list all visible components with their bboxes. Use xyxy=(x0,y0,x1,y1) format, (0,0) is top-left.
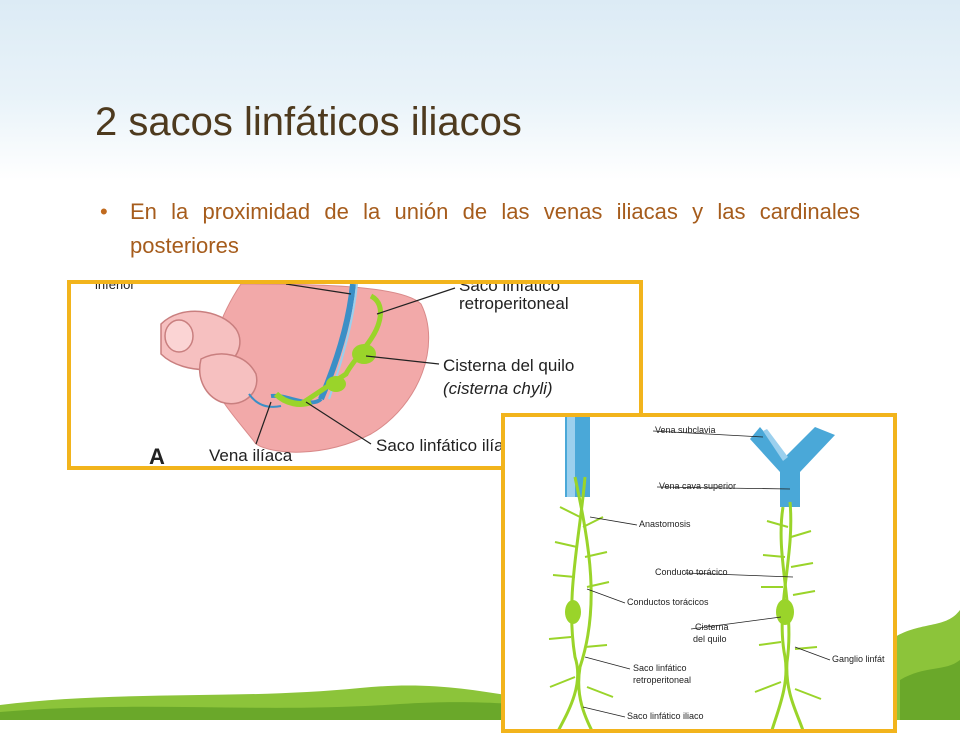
label-saco-retroperitoneal-2: retroperitoneal xyxy=(633,675,692,685)
label-cisterna-chyli: (cisterna chyli) xyxy=(443,379,553,398)
label-retroperitoneal: retroperitoneal xyxy=(459,294,569,313)
bullet-dot-icon: • xyxy=(100,199,108,224)
thoracic-duct-illustration xyxy=(548,417,835,729)
corner-label: inferior xyxy=(95,280,135,292)
bullet-item: • En la proximidad de la unión de las ve… xyxy=(100,195,860,263)
label-saco-retroperitoneal-top: Saco linfático xyxy=(459,280,561,295)
figure-thoracic-duct: Vena subclavia Vena cava superior Anasto… xyxy=(501,413,897,733)
embryo-illustration xyxy=(160,284,456,453)
label-vena-cava-superior: Vena cava superior xyxy=(659,481,737,491)
label-conducto-toracico: Conducto torácico xyxy=(655,567,728,577)
label-vena-iliaca: Vena ilíaca xyxy=(209,446,293,465)
label-del-quilo: del quilo xyxy=(693,634,727,644)
label-saco-iliaco: Saco linfático ilíaco xyxy=(376,436,522,455)
label-vena-subclavia: Vena subclavia xyxy=(655,425,716,435)
label-conductos-toracicos: Conductos torácicos xyxy=(627,597,709,607)
bullet-text: En la proximidad de la unión de las vena… xyxy=(130,199,860,258)
slide-title: 2 sacos linfáticos iliacos xyxy=(95,100,522,144)
bullet-list: • En la proximidad de la unión de las ve… xyxy=(100,195,860,263)
label-saco-retroperitoneal-1: Saco linfático xyxy=(633,663,687,673)
label-saco-iliaco-b: Saco linfático iliaco xyxy=(627,711,704,721)
header-band xyxy=(0,0,960,180)
label-ganglio-linfatico: Ganglio linfát xyxy=(832,654,885,664)
label-cisterna-del-quilo: Cisterna del quilo xyxy=(443,356,575,375)
label-anastomosis: Anastomosis xyxy=(639,519,691,529)
panel-letter: A xyxy=(149,444,165,469)
label-cisterna: Cisterna xyxy=(695,622,729,632)
